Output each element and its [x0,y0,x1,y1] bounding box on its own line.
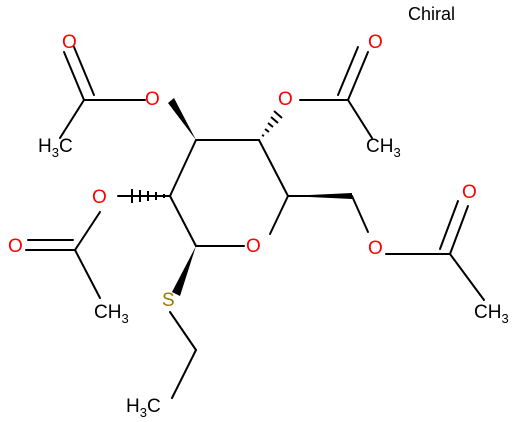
wedge-c3-o3 [168,98,196,140]
bond-o2-c [74,211,101,251]
methyl-group-acetyl-2: CH3 [94,302,129,326]
carbonyl-6-a [449,205,469,255]
bond-acetyl3-ch3 [59,99,85,139]
carbonyl-6-b [439,200,459,250]
oxygen-atom-ester-4: O [278,89,293,110]
oxygen-atom-carbonyl-3: O [62,32,77,53]
wedge-c5-ch2 [288,193,352,199]
sulfur-atom: S [162,290,175,311]
carbonyl-4-b [337,46,359,96]
bond-oring-c5 [269,195,289,235]
bond-ch2-ch3 [171,349,197,399]
oxygen-atom-carbonyl-6: O [462,182,477,203]
chiral-label: Chiral [408,4,455,24]
methyl-group-acetyl-4: CH3 [366,136,401,160]
atom-labels: O O O O O O O O O S H3C CH3 CH3 CH3 H3C [8,32,509,420]
bond-c2-c3 [169,139,197,197]
bond-acetyl2-ch3 [74,249,101,299]
bond-acetyl6-ch3 [449,253,485,301]
bond-acetyl4-ch3 [347,99,373,139]
oxygen-atom-ring: O [246,236,261,257]
oxygen-atom-carbonyl-4: O [368,32,383,53]
bonds [25,46,485,399]
methyl-group-ethyl: H3C [126,396,161,420]
methyl-group-acetyl-3: H3C [38,136,73,160]
carbonyl-3-a [63,51,85,101]
hash-c2-o2 [131,189,165,203]
oxygen-atom-ester-2: O [92,187,107,208]
oxygen-atom-ester-6: O [368,238,383,259]
oxygen-atom-carbonyl-2: O [8,236,23,257]
bond-c4-c5 [258,139,289,197]
bond-c2-c1 [169,195,197,247]
hash-c4-o4 [261,110,283,137]
oxygen-atom-ester-3: O [145,89,160,110]
carbonyl-3-b [73,46,95,96]
bond-ch2-o6 [351,195,369,233]
bond-s-ch2 [169,311,197,351]
wedge-c1-s [172,246,196,296]
methyl-group-acetyl-6: CH3 [474,302,509,326]
carbonyl-4-a [347,51,369,101]
